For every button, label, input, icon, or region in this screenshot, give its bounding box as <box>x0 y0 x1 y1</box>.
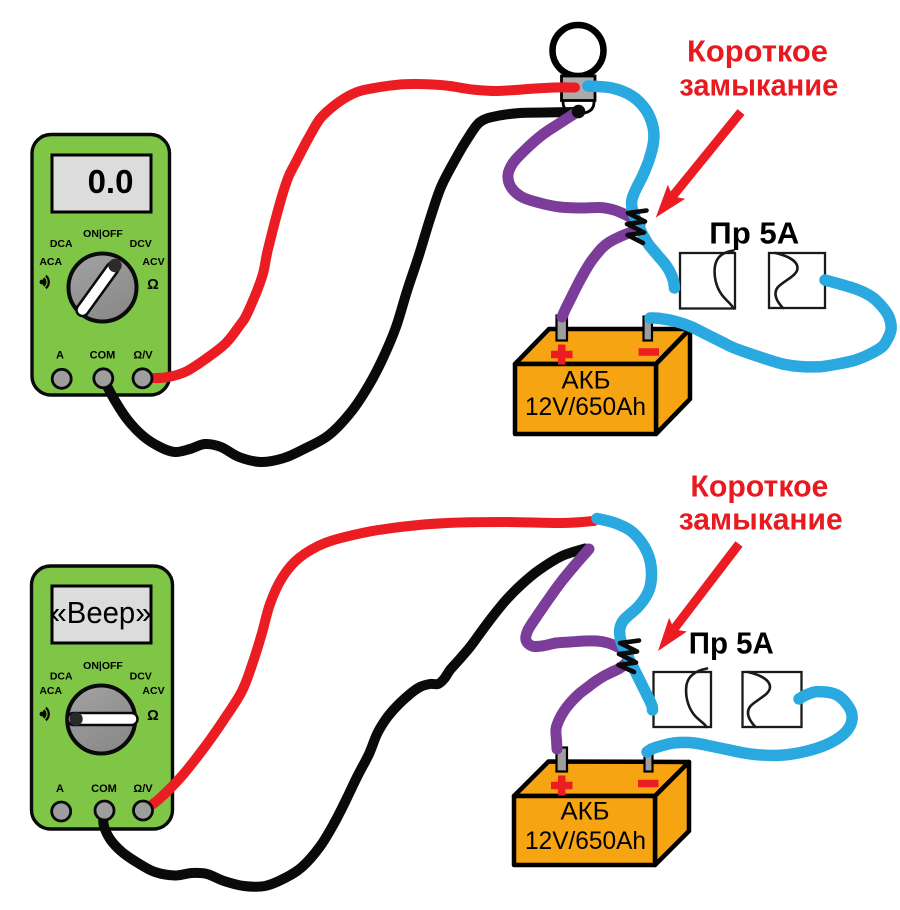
svg-text:Ω: Ω <box>147 277 159 293</box>
svg-text:A: A <box>56 350 64 362</box>
svg-text:ON|OFF: ON|OFF <box>83 660 123 672</box>
svg-text:замыкание: замыкание <box>679 68 838 103</box>
svg-text:ACA: ACA <box>39 685 62 697</box>
svg-text:Ω/V: Ω/V <box>133 350 153 362</box>
svg-text:Пр 5А: Пр 5А <box>709 216 799 251</box>
svg-text:Короткое: Короткое <box>690 469 828 504</box>
svg-text:Ω/V: Ω/V <box>133 783 153 795</box>
svg-text:12V/650Ah: 12V/650Ah <box>525 393 646 421</box>
svg-text:Пр 5А: Пр 5А <box>689 626 774 661</box>
svg-text:12V/650Ah: 12V/650Ah <box>525 827 646 855</box>
svg-text:ACA: ACA <box>39 256 62 268</box>
svg-text:DCV: DCV <box>130 238 152 250</box>
svg-text:Ω: Ω <box>147 708 159 724</box>
svg-text:COM: COM <box>90 350 116 362</box>
svg-text:ACV: ACV <box>142 685 164 697</box>
svg-text:Короткое: Короткое <box>687 34 828 69</box>
svg-text:АКБ: АКБ <box>561 798 610 826</box>
svg-text:замыкание: замыкание <box>679 502 843 537</box>
svg-text:DCA: DCA <box>50 671 73 683</box>
svg-text:ON|OFF: ON|OFF <box>83 228 123 240</box>
svg-text:DCV: DCV <box>130 671 152 683</box>
svg-text:DCA: DCA <box>50 238 73 250</box>
svg-text:A: A <box>56 783 64 795</box>
svg-text:АКБ: АКБ <box>562 367 611 395</box>
svg-text:0.0: 0.0 <box>88 163 134 200</box>
svg-text:«Beep»: «Beep» <box>51 595 152 630</box>
svg-text:ACV: ACV <box>142 256 164 268</box>
svg-text:COM: COM <box>91 783 117 795</box>
